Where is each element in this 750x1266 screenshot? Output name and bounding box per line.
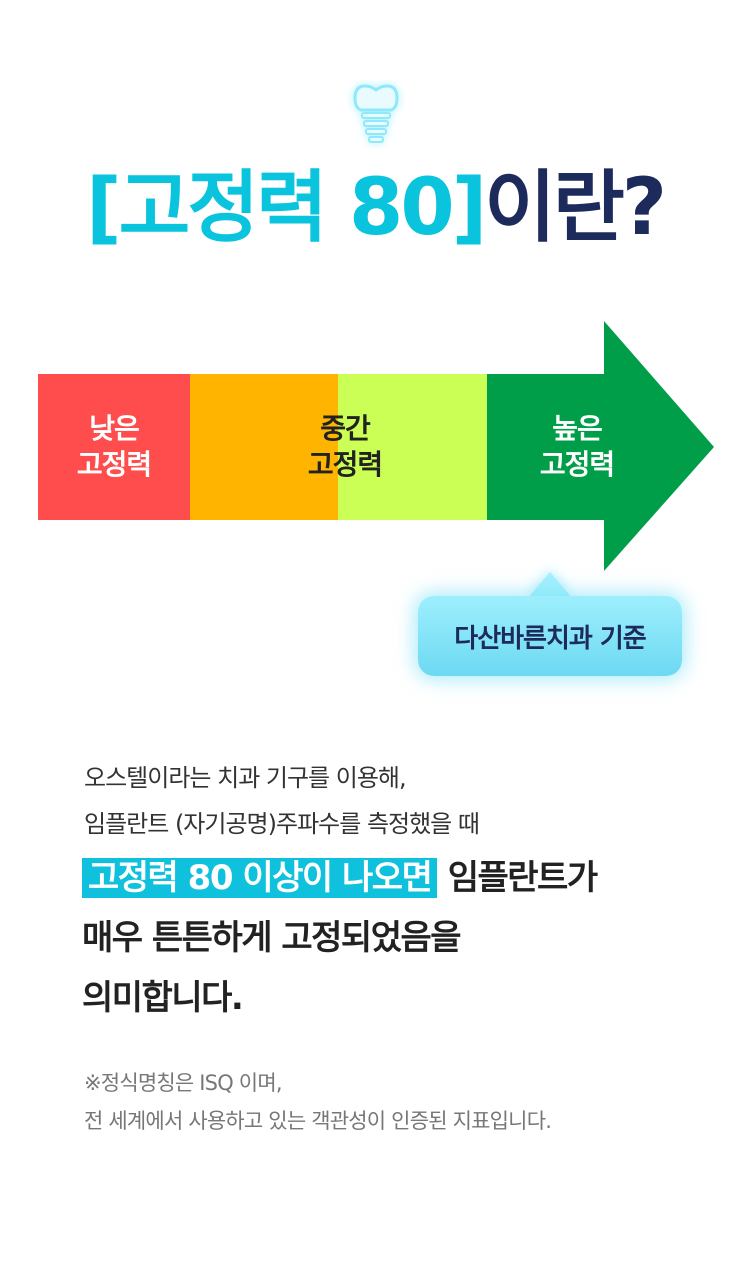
badge-label: 다산바른치과 기준 (454, 623, 646, 654)
emphasis-line-1-rest: 임플란트가 (437, 858, 598, 898)
description-line-1: 오스텔이라는 치과 기구를 이용해, (84, 764, 407, 792)
description-line-2: 임플란트 (자기공명)주파수를 측정했을 때 (84, 810, 480, 838)
high-label: 높은 고정력 (539, 412, 615, 481)
badge-pointer (528, 572, 572, 598)
emphasis-line-2: 매우 튼튼하게 고정되었음을 (82, 918, 462, 958)
mid-segment-lime (338, 374, 488, 520)
high-segment-arrow (487, 321, 714, 571)
tooth-implant-icon (345, 80, 407, 152)
mid-segment-orange (190, 374, 338, 520)
footnote-line-1: ※정식명칭은 ISQ 이며, (84, 1071, 283, 1095)
page-title: [고정력 80]이란? (0, 158, 750, 258)
emphasis-highlight: 고정력 80 이상이 나오면 (82, 858, 438, 898)
title-rest: 이란? (484, 163, 667, 253)
clinic-standard-badge: 다산바른치과 기준 (418, 596, 682, 676)
mid-label: 중간 고정력 (307, 412, 383, 481)
emphasis-line-1: 고정력 80 이상이 나오면 임플란트가 (82, 853, 598, 903)
low-segment (38, 374, 190, 520)
emphasis-line-3: 의미합니다. (82, 978, 244, 1018)
footnote-line-2: 전 세계에서 사용하고 있는 객관성이 인증된 지표입니다. (84, 1109, 552, 1133)
title-highlight: [고정력 80] (85, 163, 487, 253)
fixation-scale: 낮은 고정력 중간 고정력 높은 고정력 (0, 0, 750, 600)
low-label: 낮은 고정력 (76, 412, 152, 481)
